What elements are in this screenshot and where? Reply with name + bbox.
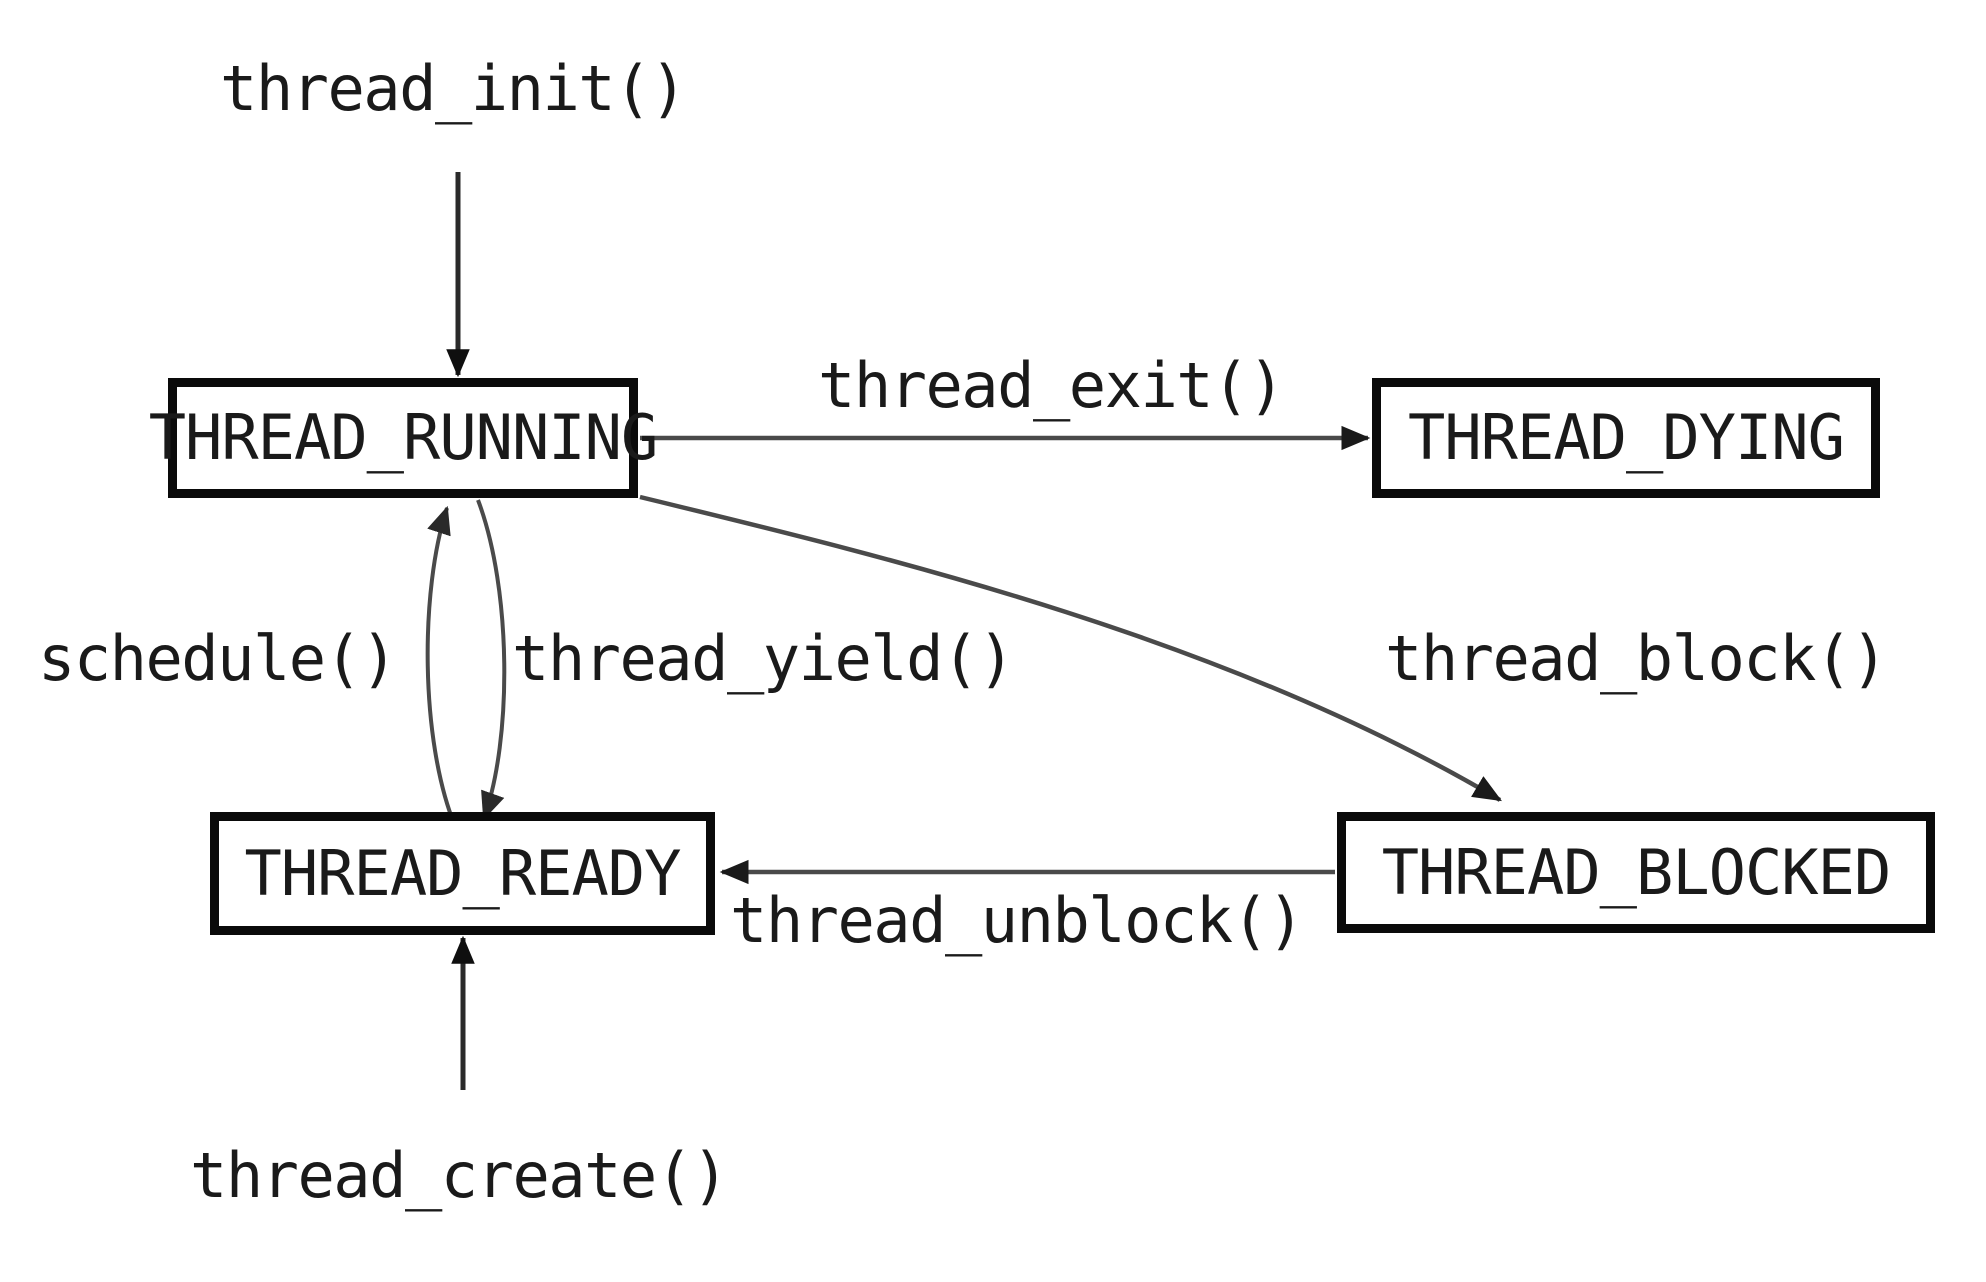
state-box-thread-dying[interactable]: THREAD_DYING [1372, 378, 1880, 498]
state-box-thread-blocked[interactable]: THREAD_BLOCKED [1337, 812, 1935, 933]
edge-label-thread-unblock: thread_unblock() [730, 884, 1305, 957]
edge-schedule [425, 505, 457, 827]
edge-label-thread-init: thread_init() [220, 52, 687, 125]
edge-label-thread-block: thread_block() [1385, 622, 1888, 695]
edge-label-thread-yield: thread_yield() [512, 622, 1015, 695]
state-label-thread-ready: THREAD_READY [244, 836, 682, 910]
edge-label-schedule: schedule() [38, 622, 398, 695]
state-box-thread-ready[interactable]: THREAD_READY [210, 812, 715, 935]
edge-thread-yield [476, 499, 507, 821]
edge-label-thread-create: thread_create() [190, 1139, 729, 1212]
state-label-thread-running: THREAD_RUNNING [148, 401, 659, 474]
state-label-thread-dying: THREAD_DYING [1408, 401, 1845, 474]
state-label-thread-blocked: THREAD_BLOCKED [1381, 835, 1892, 909]
state-box-thread-running[interactable]: THREAD_RUNNING [149, 378, 658, 498]
edge-label-thread-exit: thread_exit() [818, 349, 1285, 422]
